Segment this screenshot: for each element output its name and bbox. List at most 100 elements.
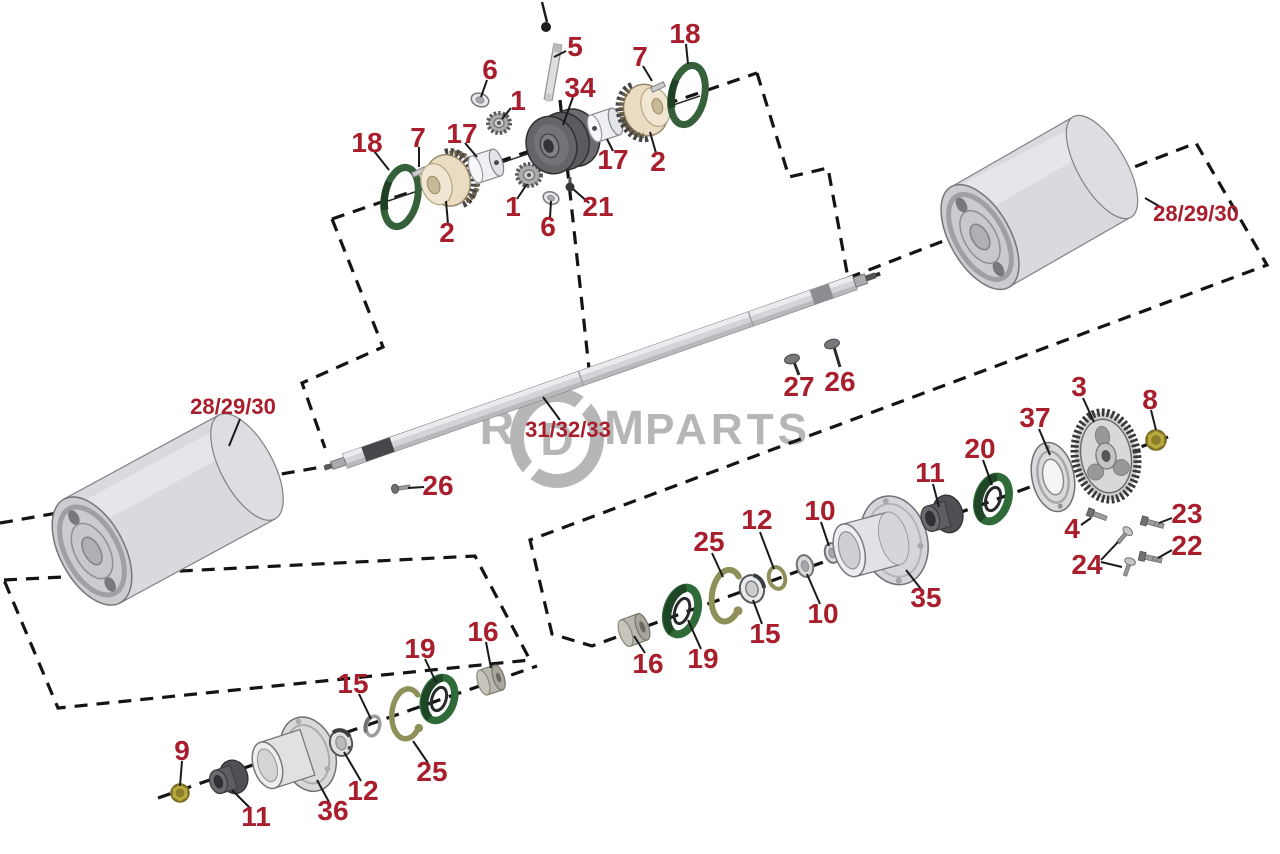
bushing-11-mid — [920, 494, 964, 534]
top-group-left-boundary — [299, 218, 386, 449]
hub-36 — [251, 716, 338, 793]
part-label-5: 5 — [567, 31, 583, 62]
washer-10-a — [795, 554, 815, 578]
part-label-2-left: 2 — [439, 217, 455, 248]
rivet-26-upper — [824, 338, 842, 368]
watermark-m: M — [604, 402, 644, 455]
watermark-parts: PARTS — [645, 405, 811, 454]
o-ring-18-right — [667, 61, 709, 129]
part-label-10-lower: 10 — [807, 598, 839, 629]
clutch-2-right — [615, 82, 671, 143]
bushing-16-bottom — [476, 664, 506, 696]
pin-7-right — [649, 81, 667, 93]
part-label-24: 24 — [1071, 549, 1103, 580]
part-label-18-right: 18 — [669, 18, 701, 49]
roller-right-face — [940, 183, 1020, 291]
part-label-roller-left: 28/29/30 — [190, 394, 276, 419]
part-label-6-top: 6 — [482, 54, 498, 85]
spacer-17-left — [467, 148, 505, 184]
housing-35 — [832, 495, 929, 586]
part-label-4: 4 — [1064, 513, 1080, 544]
part-label-roller-right: 28/29/30 — [1153, 201, 1239, 226]
part-label-17-right: 17 — [597, 144, 629, 175]
snap-ring-25-mid — [708, 566, 743, 625]
leader-lines — [179, 43, 1173, 809]
part-label-16-bottom: 16 — [467, 616, 499, 647]
rivet-27 — [784, 353, 801, 376]
part-label-20: 20 — [964, 433, 996, 464]
pin-5-clip — [541, 22, 551, 32]
part-label-12-bottom: 12 — [347, 775, 379, 806]
part-label-10-upper: 10 — [804, 495, 836, 526]
nut-9 — [170, 783, 190, 803]
part-label-36: 36 — [317, 795, 349, 826]
lower-left-assembly — [170, 664, 506, 803]
bolt-22 — [1137, 550, 1163, 564]
watermark-ring-gap — [572, 389, 598, 417]
watermark-d: D — [540, 413, 573, 465]
lower-right-assembly — [617, 408, 1167, 648]
right-roller-box-and-hub-axis — [528, 141, 1270, 648]
seal-19-bottom — [419, 673, 459, 725]
part-label-11-bottom: 11 — [241, 801, 271, 832]
top-group-right-boundary — [755, 72, 850, 279]
top-assembly — [380, 1, 842, 494]
snap-ring-25-bottom — [389, 686, 424, 742]
part-label-22: 22 — [1171, 530, 1203, 561]
part-label-9: 9 — [174, 735, 190, 766]
part-label-17-left: 17 — [446, 118, 478, 149]
cotter-pin-5 — [543, 43, 563, 102]
roller-left — [51, 413, 284, 606]
pulley-34 — [525, 108, 601, 175]
part-label-25-bottom: 25 — [416, 756, 448, 787]
part-label-15-bottom: 15 — [337, 668, 369, 699]
part-label-1-top: 1 — [510, 85, 526, 116]
grease-fitting-21 — [565, 177, 575, 192]
roller-right — [940, 114, 1139, 291]
part-label-7-right: 7 — [632, 41, 648, 72]
bevel-pinion-1-upper — [486, 111, 512, 135]
screw-24-a — [1116, 526, 1134, 545]
bevel-pinion-1-lower — [515, 162, 543, 188]
seal-20 — [973, 472, 1013, 526]
part-label-7-left: 7 — [410, 122, 426, 153]
roller-left-face — [51, 496, 133, 606]
rivet-26-left — [391, 483, 411, 494]
part-label-34: 34 — [564, 72, 596, 103]
bushing-11-bottom — [208, 759, 249, 795]
gear-3 — [1070, 408, 1142, 504]
pin-5-wire — [540, 1, 549, 23]
part-label-12-mid: 12 — [741, 504, 773, 535]
bolt-4 — [1085, 507, 1108, 522]
part-label-1-lower: 1 — [505, 191, 521, 222]
left-roller-group-box — [2, 554, 533, 710]
part-label-18-left: 18 — [351, 127, 383, 158]
part-label-15-mid: 15 — [749, 618, 781, 649]
washer-6-lower — [542, 190, 560, 206]
part-label-25-mid: 25 — [693, 526, 725, 557]
part-label-27: 27 — [783, 371, 815, 402]
bearing-12-bottom — [328, 728, 354, 757]
part-label-16-mid: 16 — [632, 648, 664, 679]
part-label-19-bottom: 19 — [404, 633, 436, 664]
watermark-ring-gap — [516, 459, 542, 487]
bushing-16-mid — [617, 612, 651, 648]
bearing-15-mid — [738, 573, 767, 604]
ring-15-bottom — [363, 714, 382, 738]
nut-8 — [1145, 429, 1167, 451]
rdm-parts-watermark: R D M PARTS — [480, 388, 811, 488]
part-label-35: 35 — [910, 582, 942, 613]
washer-6-upper — [470, 92, 490, 108]
part-label-19-mid: 19 — [687, 643, 719, 674]
seal-19-mid — [661, 583, 703, 639]
part-label-23: 23 — [1171, 498, 1203, 529]
part-label-26-left: 26 — [422, 470, 454, 501]
part-label-8: 8 — [1142, 384, 1158, 415]
part-label-3: 3 — [1071, 371, 1087, 402]
flange-37 — [1030, 441, 1076, 513]
part-label-37: 37 — [1019, 402, 1051, 433]
part-label-6-lower: 6 — [540, 211, 556, 242]
part-label-26-upper: 26 — [824, 366, 856, 397]
